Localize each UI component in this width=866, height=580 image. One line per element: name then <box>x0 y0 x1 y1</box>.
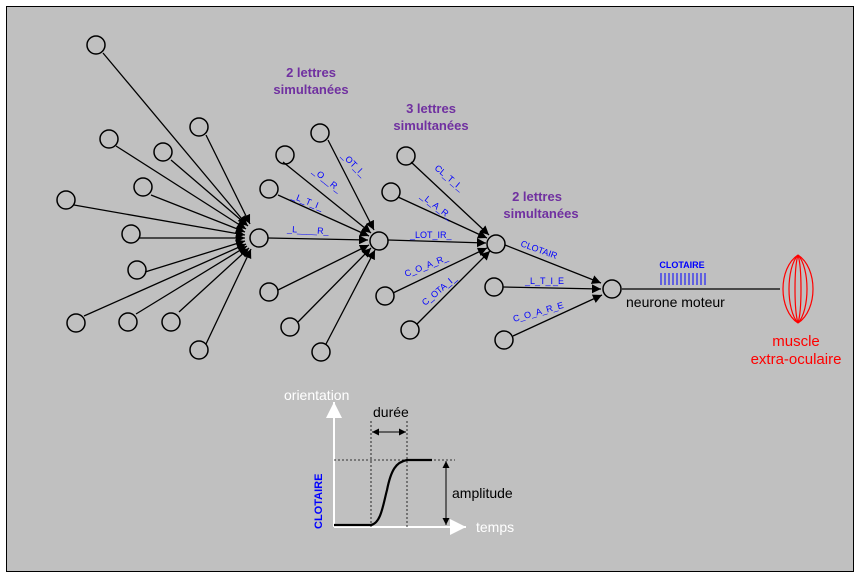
layer2-neuron <box>259 282 279 302</box>
stage1-header-line2: simultanées <box>273 82 348 97</box>
layer3-neuron <box>375 286 395 306</box>
layer2-neuron <box>310 123 330 143</box>
amplitude-label: amplitude <box>452 485 513 501</box>
input-neuron <box>153 142 173 162</box>
stage3-header-line2: simultanées <box>503 206 578 221</box>
input-neuron <box>66 313 86 333</box>
input-neuron <box>99 129 119 149</box>
stage2-header-line1: 3 lettres <box>406 101 456 116</box>
spike-train-label: CLOTAIRE <box>659 260 704 270</box>
connection-label: CLOTAIR <box>519 238 559 261</box>
input-neuron <box>118 312 138 332</box>
connection-label: _OT_I_ <box>339 150 369 180</box>
layer3-neuron <box>400 320 420 340</box>
input-neuron <box>56 190 76 210</box>
muscle-shape <box>782 254 814 324</box>
input-connections <box>73 52 252 345</box>
stage3-header-line1: 2 lettres <box>512 189 562 204</box>
connection-label: CL_T_I_ <box>433 163 467 193</box>
stage2-header-line2: simultanées <box>393 118 468 133</box>
layer4-neuron <box>494 330 514 350</box>
y-axis-label: orientation <box>284 387 349 403</box>
input-neuron <box>86 35 106 55</box>
layer3-neuron <box>381 182 401 202</box>
response-curve <box>334 458 432 527</box>
input-neuron <box>189 117 209 137</box>
layer2-neuron <box>311 342 331 362</box>
layer2-neuron <box>275 145 295 165</box>
connection-label: C_O_A_R_ <box>403 252 450 279</box>
muscle-label-line1: muscle <box>772 333 820 350</box>
layer3-neuron <box>396 146 416 166</box>
hub-neuron-2 <box>369 231 389 251</box>
connection-label: _L____R_ <box>286 224 330 236</box>
input-neuron <box>133 177 153 197</box>
muscle-label-line2: extra-oculaire <box>751 351 842 368</box>
connection-label: _L_T_I_ <box>289 190 325 212</box>
layer2-neuron <box>280 317 300 337</box>
input-neuron <box>127 260 147 280</box>
input-neuron <box>189 340 209 360</box>
duration-label: durée <box>373 404 409 420</box>
word-axis-label: CLOTAIRE <box>313 474 325 529</box>
layer4-connections <box>502 244 780 337</box>
hub-neuron-1 <box>249 228 269 248</box>
motor-neuron <box>602 279 622 299</box>
connection-label: _L_T_I_E <box>524 276 564 286</box>
connection-label: _L_A_R_ <box>418 190 455 222</box>
connection-label: _O__R_ <box>310 165 344 195</box>
stage1-header-line1: 2 lettres <box>286 65 336 80</box>
layer2-neuron <box>259 179 279 199</box>
layer3-connections <box>387 161 491 325</box>
inset-graph: orientation temps durée amplitude CLOTAI… <box>284 387 514 535</box>
input-neuron <box>161 312 181 332</box>
layer2-connections <box>267 139 376 345</box>
input-neuron <box>121 224 141 244</box>
layer4-neuron <box>484 277 504 297</box>
x-axis-label: temps <box>476 519 514 535</box>
spike-train <box>660 273 706 285</box>
hub-neuron-3 <box>486 234 506 254</box>
motor-neuron-label: neurone moteur <box>626 294 725 310</box>
neurons <box>56 35 622 362</box>
connection-label: C_O_A_R_E <box>512 300 565 324</box>
connection-label: _LOT_IR_ <box>409 230 453 240</box>
